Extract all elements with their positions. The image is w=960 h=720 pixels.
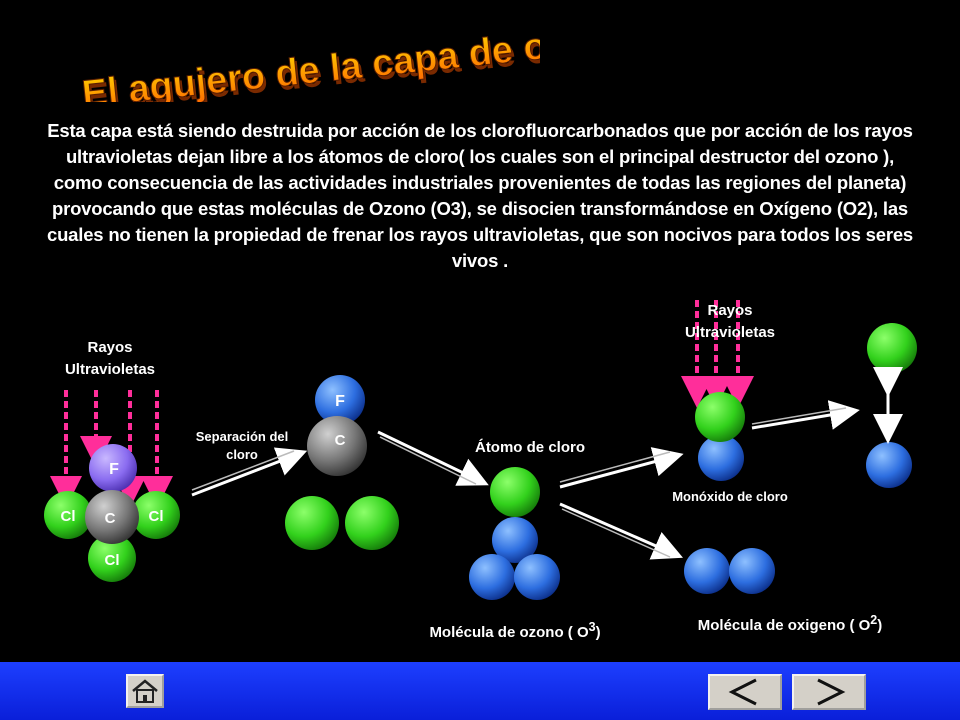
chlorine-atom-label: Átomo de cloro (474, 439, 585, 456)
arrow-to-oxygen (559, 502, 683, 560)
uv-label-right-line1: Rayos (707, 302, 753, 319)
chlorine-monoxide-label: Monóxido de cloro (672, 489, 788, 504)
monoxide-o-atom (698, 435, 744, 481)
cl-label-bottom: Cl (105, 552, 120, 569)
chlorine-atom (490, 467, 540, 517)
next-button[interactable] (792, 674, 866, 710)
prev-button[interactable] (708, 674, 782, 710)
o2-atom-right (729, 548, 775, 594)
free-cl-atom-1 (285, 496, 339, 550)
uv-rays-right (681, 300, 754, 408)
free-cl-atom-2 (345, 496, 399, 550)
cl-atom-right (132, 491, 180, 539)
ozone-label-paren: ) (595, 624, 601, 641)
f-atom-2 (315, 375, 365, 425)
cf-fragment: F C (285, 375, 399, 550)
ozone-o-right (514, 554, 560, 600)
oxygen-label-text: Molécula de oxigeno ( O (697, 617, 871, 634)
uv-label-right-line2: Ultravioletas (684, 324, 776, 341)
oxygen-label-paren: ) (877, 617, 883, 634)
next-arrow-icon (817, 678, 846, 706)
ozone-reaction (469, 467, 560, 600)
split-cl-atom (867, 323, 917, 373)
c-atom-2 (307, 416, 367, 476)
split-atoms (866, 323, 917, 488)
ozone-label-sub: 3 (588, 620, 596, 634)
cl-label-right: Cl (149, 508, 164, 525)
home-button[interactable] (126, 674, 164, 708)
c-label-2: C (335, 432, 346, 449)
chlorine-monoxide (695, 392, 745, 481)
uv-label-left: Rayos Ultravioletas (40, 337, 180, 381)
separation-label-line2: cloro (226, 447, 258, 462)
cl-atom-left (44, 491, 92, 539)
cl-atom-bottom (88, 534, 136, 582)
arrow-to-chlorine (377, 430, 489, 486)
f-atom (89, 444, 137, 492)
ozone-molecule-label: Molécula de ozono ( O3) (400, 616, 630, 644)
description-paragraph: Esta capa está siendo destruida por acci… (46, 120, 913, 271)
prev-arrow-icon (728, 678, 757, 706)
ozone-o-top (492, 517, 538, 563)
uv-label-left-line1: Rayos (87, 339, 133, 356)
oxygen-molecule-label: Molécula de oxigeno ( O2) (665, 609, 915, 637)
home-icon (132, 679, 158, 703)
ozone-label-text: Molécula de ozono ( O (429, 624, 589, 641)
uv-label-right: Rayos Ultravioletas (660, 300, 800, 344)
ozone-diagram: Cl Cl Cl F C F C (44, 300, 917, 600)
c-atom (85, 490, 139, 544)
oxygen-label-sub: 2 (870, 613, 878, 627)
monoxide-cl-atom (695, 392, 745, 442)
arrow-separation (191, 447, 308, 497)
cfc-molecule: Cl Cl Cl F C (44, 444, 180, 582)
separation-label: Separación del cloro (172, 428, 312, 464)
o2-atom-left (684, 548, 730, 594)
f-label: F (109, 461, 119, 478)
separation-label-line1: Separación del (195, 429, 289, 444)
f-label-2: F (335, 393, 345, 410)
c-label: C (105, 510, 116, 527)
split-o-atom (866, 442, 912, 488)
oxygen-molecule (684, 548, 775, 594)
arrow-to-split (751, 400, 860, 430)
ozone-o-left (469, 554, 515, 600)
cl-label-left: Cl (61, 508, 76, 525)
uv-rays-left (50, 390, 173, 508)
page-title: El agujero de la capa de ozono El agujer… (80, 22, 540, 102)
arrow-to-monoxide (559, 447, 684, 489)
uv-label-left-line2: Ultravioletas (64, 361, 156, 378)
